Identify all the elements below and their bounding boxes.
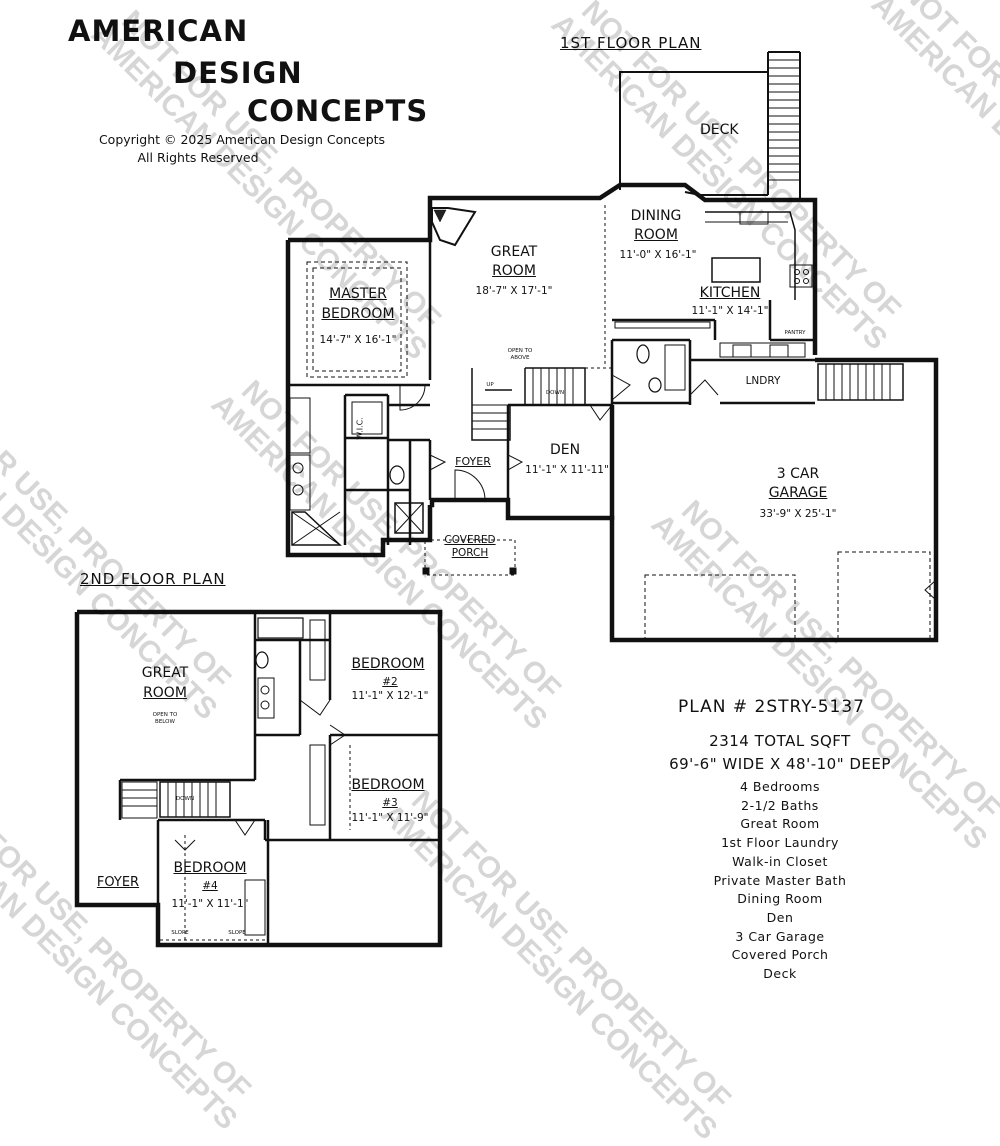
open-to-above-2: ABOVE — [510, 355, 530, 361]
bed2-dims: 11'-1" X 12'-1" — [351, 690, 429, 702]
foyer-label: FOYER — [455, 455, 491, 468]
upper-great-room-name-2: ROOM — [143, 685, 187, 701]
interior-walls-1st — [288, 240, 815, 545]
open-to-above-1: OPEN TO — [507, 348, 533, 354]
upper-stair-down: DOWN — [175, 796, 195, 802]
feature-item: 2-1/2 Baths — [741, 797, 819, 813]
garage-name-1: 3 CAR — [776, 466, 820, 482]
copyright-line-1: Copyright © 2025 American Design Concept… — [98, 132, 386, 147]
feature-item: Dining Room — [737, 891, 823, 907]
pantry-label: PANTRY — [784, 330, 806, 336]
feature-item: 4 Bedrooms — [740, 779, 820, 794]
slope-label-1: SLOPE — [171, 930, 189, 936]
plan-size: 69'-6" WIDE X 48'-10" DEEP — [669, 755, 891, 773]
dining-name-2: ROOM — [634, 227, 678, 243]
bed3-number: #3 — [382, 797, 398, 809]
deck-label: DECK — [700, 122, 739, 138]
great-room-name-2: ROOM — [492, 263, 536, 279]
feature-item: Great Room — [740, 816, 820, 832]
feature-item: Private Master Bath — [713, 872, 847, 888]
feature-item: 3 Car Garage — [735, 928, 825, 944]
upper-great-room-name-1: GREAT — [141, 665, 189, 681]
interior-walls-2nd — [118, 612, 440, 945]
brand-line-3: CONCEPTS — [247, 94, 429, 128]
brand-line-1: AMERICAN — [68, 14, 249, 48]
bed4-dims: 11'-1" X 11'-1" — [171, 898, 249, 910]
feature-item: 1st Floor Laundry — [721, 835, 839, 851]
brand-line-2: DESIGN — [173, 56, 303, 90]
house-outer-walls — [285, 182, 939, 643]
bed3-dims: 11'-1" X 11'-9" — [351, 812, 429, 824]
first-floor-title: 1ST FLOOR PLAN — [560, 34, 702, 52]
porch-name-2: PORCH — [451, 547, 489, 559]
dining-name-1: DINING — [630, 208, 682, 224]
stair-down-label: DOWN — [545, 390, 565, 396]
kitchen-dims: 11'-1" X 14'-1" — [691, 305, 769, 317]
garage-dims: 33'-9" X 25'-1" — [759, 508, 837, 520]
open-to-below-1: OPEN TO — [152, 712, 178, 718]
feature-item: Den — [766, 909, 794, 925]
feature-item: Deck — [763, 966, 797, 981]
bed3-name: BEDROOM — [351, 777, 425, 793]
stair-up-label: UP — [486, 382, 494, 388]
porch-name-1: COVERED — [444, 534, 496, 546]
plan-sqft: 2314 TOTAL SQFT — [709, 732, 851, 750]
master-name-2: BEDROOM — [321, 306, 395, 322]
laundry-label: LNDRY — [745, 375, 781, 387]
door-swings — [399, 374, 937, 601]
kitchen-name: KITCHEN — [699, 285, 761, 301]
open-to-below-2: BELOW — [155, 719, 175, 725]
deck-outline — [619, 51, 801, 200]
dining-dims: 11'-0" X 16'-1" — [619, 249, 697, 261]
copyright-line-2: All Rights Reserved — [137, 150, 259, 165]
den-dims: 11'-1" X 11'-11" — [525, 464, 609, 476]
bed2-number: #2 — [382, 676, 398, 688]
garage-name-2: GARAGE — [768, 485, 828, 501]
feature-item: Covered Porch — [731, 947, 829, 963]
bed4-name: BEDROOM — [173, 860, 247, 876]
bed4-number: #4 — [202, 880, 218, 892]
great-room-dims: 18'-7" X 17'-1" — [475, 285, 553, 297]
upper-foyer-label: FOYER — [96, 875, 140, 890]
den-name: DEN — [549, 442, 581, 458]
master-name-1: MASTER — [329, 286, 387, 302]
slope-label-2: SLOPE — [228, 930, 246, 936]
wic-label: W.I.C. — [355, 417, 365, 440]
plan-number: PLAN # 2STRY-5137 — [678, 697, 865, 717]
feature-item: Walk-in Closet — [732, 853, 828, 869]
stairs-1st — [471, 367, 586, 441]
floor-plan-drawing — [74, 51, 939, 948]
bed2-name: BEDROOM — [351, 656, 425, 672]
great-room-name-1: GREAT — [490, 244, 538, 260]
master-dims: 14'-7" X 16'-1" — [319, 334, 397, 346]
second-floor-title: 2ND FLOOR PLAN — [80, 570, 226, 588]
